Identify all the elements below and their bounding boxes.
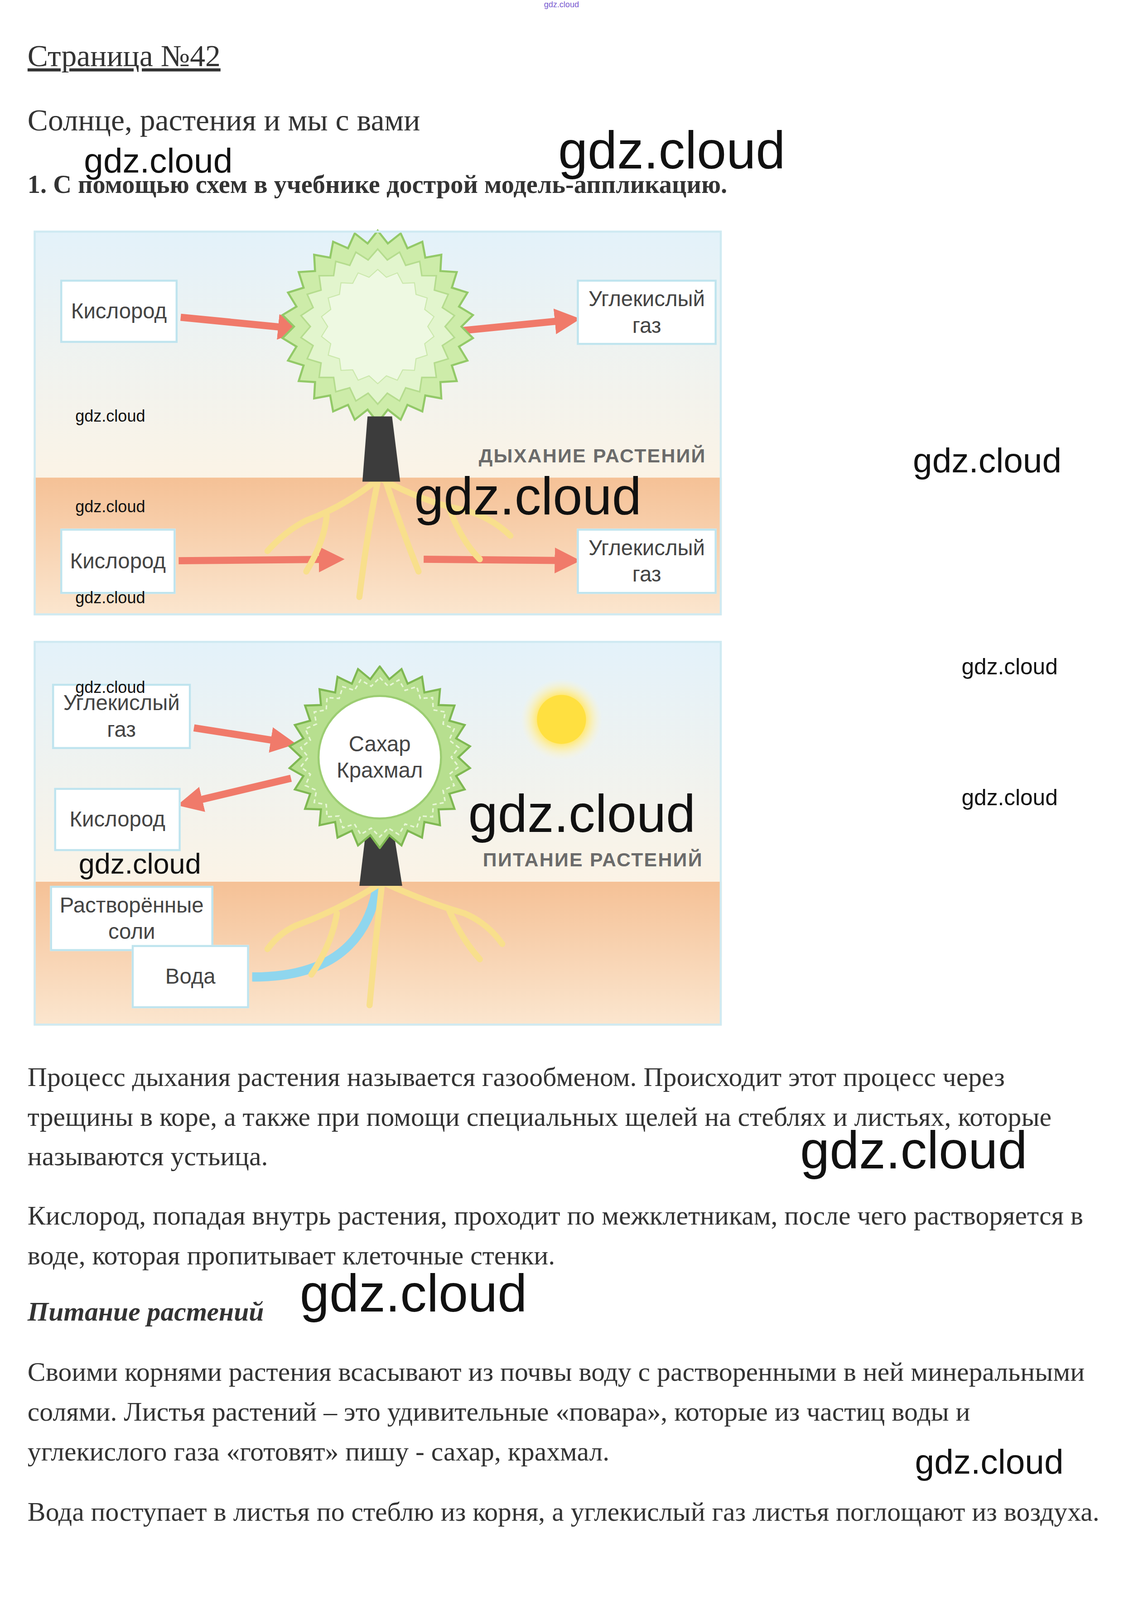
label-box: Кислород [60, 528, 176, 594]
label-box: Углекислый газ [576, 528, 717, 594]
tree-crown [282, 230, 473, 423]
leaf-crown-circle: Сахар Крахмал [287, 665, 472, 850]
label-box: Растворённые соли [49, 886, 214, 952]
box-text: Кислород [69, 806, 165, 834]
watermark: gdz.cloud [83, 142, 233, 178]
label-box: Кислород [60, 279, 178, 343]
watermark: gdz.cloud [912, 443, 1062, 478]
tree-crown [321, 269, 435, 384]
watermark: gdz.cloud [75, 589, 145, 607]
box-text: Углекислый газ [584, 285, 709, 339]
watermark: gdz.cloud [961, 656, 1058, 680]
label-box: Кислород [53, 788, 181, 852]
watermark: gdz.cloud [800, 1124, 1028, 1178]
arrow-line [461, 319, 574, 331]
crown-star [289, 666, 470, 849]
heading: Питание растений [27, 1296, 265, 1329]
arrow-line [252, 849, 381, 978]
paragraph: Вода поступает в листья по стеблю из кор… [27, 1492, 1100, 1533]
watermark: gdz.cloud [558, 123, 786, 177]
label-box: Вода [131, 945, 250, 1009]
box-text: Сахар Крахмал [328, 730, 431, 784]
box-text: Кислород [71, 298, 167, 325]
crown-star [300, 677, 459, 838]
arrow-line [180, 317, 297, 329]
watermark: gdz.cloud [299, 1266, 528, 1320]
watermark: gdz.cloud [75, 680, 145, 697]
arrow-line [423, 559, 573, 561]
sky [33, 641, 722, 883]
heading: Страница №42 [27, 38, 221, 74]
sun [536, 695, 586, 745]
connector [184, 778, 292, 805]
watermark: gdz.cloud [544, 0, 579, 10]
tree-crown [300, 249, 455, 405]
box-text: Кислород [70, 548, 166, 575]
watermark: gdz.cloud [961, 786, 1058, 810]
connector [193, 728, 289, 743]
roots [267, 883, 502, 1006]
crown-center [318, 696, 441, 819]
sun [520, 679, 603, 761]
watermark: gdz.cloud [468, 786, 696, 840]
soil [33, 882, 722, 1027]
connector [252, 849, 381, 978]
label-box: Углекислый газ [576, 279, 717, 345]
watermark: gdz.cloud [75, 408, 145, 425]
paragraph: Кислород, попадая внутрь растения, прохо… [27, 1196, 1100, 1277]
watermark: gdz.cloud [75, 499, 145, 516]
watermark: gdz.cloud [915, 1444, 1064, 1480]
tree-trunk [362, 416, 401, 482]
box-text: Углекислый газ [584, 535, 709, 589]
panel-title: ПИТАНИЕ РАСТЕНИЙ [482, 849, 704, 873]
subtitle: Солнце, растения и мы с вами [27, 103, 421, 139]
watermark: gdz.cloud [78, 850, 202, 879]
connector [178, 559, 573, 561]
box-text: Углекислый газ [60, 689, 183, 743]
crown-outline [287, 665, 472, 850]
panel-title: ДЫХАНИЕ РАСТЕНИЙ [478, 444, 707, 468]
watermark: gdz.cloud [414, 469, 642, 523]
arrow-line [193, 728, 289, 743]
box-text: Растворённые соли [57, 892, 205, 946]
box-text: Вода [165, 963, 216, 991]
arrow-line [184, 778, 292, 805]
